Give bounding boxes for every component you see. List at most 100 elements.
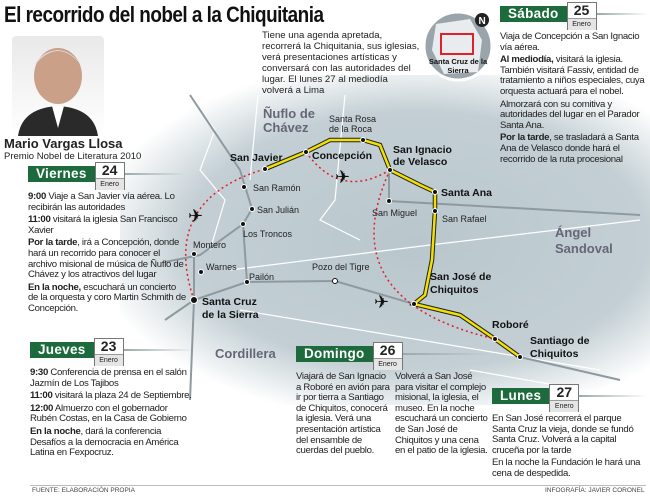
place-robore: Roboré bbox=[492, 319, 529, 331]
place-concepcion: Concepción bbox=[312, 150, 372, 162]
schedule-time: 9:30 bbox=[30, 367, 49, 378]
province-sandoval: Sandoval bbox=[555, 241, 613, 256]
schedule-time: Por la tarde bbox=[500, 132, 550, 144]
month: Enero bbox=[567, 18, 596, 30]
schedule-text: Conferencia de prensa en el salón Jazmín… bbox=[30, 367, 187, 389]
province-cordillera: Cordillera bbox=[215, 346, 276, 361]
province-angel: Ángel bbox=[555, 225, 591, 240]
day-number: 26 bbox=[379, 342, 396, 358]
town-dots bbox=[190, 137, 523, 360]
schedule-text: visitará la iglesia. También visitará Fa… bbox=[500, 54, 645, 97]
place-san-jose-2: Chiquitos bbox=[430, 284, 479, 296]
schedule-item: 11:00 visitará la plaza 24 de Septiembre… bbox=[30, 390, 195, 402]
place-los-troncos: Los Troncos bbox=[243, 229, 293, 239]
schedule-time: Por la tarde bbox=[28, 237, 78, 249]
portrait-photo bbox=[12, 36, 104, 136]
person-name: Mario Vargas Llosa bbox=[4, 136, 123, 151]
month: Enero bbox=[373, 358, 402, 370]
person-subtitle: Premio Nobel de Literatura 2010 bbox=[4, 151, 142, 162]
schedule-text: , se trasladará a Santa Ana de Velasco d… bbox=[500, 132, 639, 165]
schedule-item: Por la tarde, se trasladará a Santa Ana … bbox=[500, 133, 648, 165]
month: Enero bbox=[94, 354, 123, 366]
schedule-time: En la noche, bbox=[28, 281, 81, 293]
place-santa-ana: Santa Ana bbox=[441, 187, 492, 199]
locator-map: N bbox=[422, 10, 494, 82]
day-text: Viaja de Concepción a San Ignacio vía aé… bbox=[500, 31, 648, 165]
domingo-col2: Volverá a San José para visitar el compl… bbox=[395, 371, 488, 457]
day-number: 23 bbox=[100, 338, 117, 354]
footer-rule bbox=[30, 485, 646, 486]
schedule-text: Almuerzo con el gobernador Rubén Costas,… bbox=[30, 402, 187, 425]
day-number: 24 bbox=[101, 162, 118, 178]
place-san-jose: San José de bbox=[430, 271, 491, 283]
schedule-item: Al mediodía, visitará la iglesia. Tambié… bbox=[500, 54, 648, 97]
place-santa-rosa: Santa Rosa bbox=[329, 114, 376, 124]
province-chavez: Chávez bbox=[263, 120, 309, 135]
day-number: 27 bbox=[556, 384, 573, 400]
schedule-time: 11:00 bbox=[28, 214, 51, 226]
month: Enero bbox=[550, 400, 579, 412]
schedule-item: 12:00 Almuerzo con el gobernador Rubén C… bbox=[30, 402, 195, 425]
day-name: Domingo bbox=[296, 346, 373, 362]
place-santa-cruz: Santa Cruz bbox=[202, 296, 257, 308]
svg-text:✈: ✈ bbox=[188, 206, 203, 226]
place-san-miguel: San Miguel bbox=[372, 208, 417, 218]
place-san-rafael: San Rafael bbox=[442, 214, 487, 224]
schedule-text: , dará la conferencia Desafíos a la demo… bbox=[30, 425, 179, 459]
day-text: 9:00 Viaje a San Javier vía aérea. Lo re… bbox=[28, 191, 186, 315]
svg-text:✈: ✈ bbox=[335, 167, 350, 187]
schedule-time: 11:00 bbox=[30, 390, 53, 402]
domingo-col1: Viajará de San Ignacio a Roboré en avión… bbox=[296, 371, 390, 457]
place-san-ramon: San Ramón bbox=[253, 183, 301, 193]
place-santa-rosa-2: de la Roca bbox=[329, 124, 372, 134]
schedule-text: escuchará un concierto de la orquesta y … bbox=[28, 281, 186, 314]
day-name: Sábado bbox=[500, 6, 567, 22]
schedule-item: 9:30 Conferencia de prensa en el salón J… bbox=[30, 367, 195, 389]
schedule-item: Viaja de Concepción a San Ignacio vía aé… bbox=[500, 31, 648, 53]
schedule-time: En la noche bbox=[30, 425, 81, 437]
place-pailon: Pailón bbox=[249, 272, 274, 282]
schedule-text: Viaje a San Javier vía aérea. Lo recibir… bbox=[28, 191, 175, 213]
day-name: Lunes bbox=[492, 388, 550, 404]
footer-source: FUENTE: ELABORACIÓN PROPIA bbox=[32, 487, 135, 494]
lunes-p2: En la noche la Fundación le hará una cen… bbox=[492, 457, 641, 479]
flight-routes bbox=[185, 151, 496, 340]
place-san-ignacio-2: de Velasco bbox=[393, 156, 447, 168]
province-nuflo: Ñuflo de bbox=[263, 106, 315, 121]
day-number: 25 bbox=[573, 2, 590, 18]
place-montero: Montero bbox=[193, 240, 226, 250]
schedule-text: , irá a Concepción, donde hará un recorr… bbox=[28, 237, 184, 281]
schedule-time: 9:00 bbox=[28, 191, 47, 202]
schedule-item: 11:00 visitará la iglesia San Francisco … bbox=[28, 214, 186, 236]
schedule-item: Almorzará con su comitiva y autoridades … bbox=[500, 99, 648, 132]
place-pozo-del-tigre: Pozo del Tigre bbox=[312, 262, 370, 272]
place-santa-cruz-2: de la Sierra bbox=[202, 309, 259, 321]
schedule-item: 9:00 Viaje a San Javier vía aérea. Lo re… bbox=[28, 191, 186, 213]
lunes-p1: En San José recorrerá el parque Santa Cr… bbox=[492, 413, 634, 456]
schedule-item: Por la tarde, irá a Concepción, donde ha… bbox=[28, 238, 186, 280]
schedule-item: En la noche, escuchará un concierto de l… bbox=[28, 281, 186, 315]
schedule-item: En la noche, dará la conferencia Desafío… bbox=[30, 425, 195, 459]
schedule-text: visitará la plaza 24 de Septiembre. bbox=[52, 390, 192, 402]
day-text: 9:30 Conferencia de prensa en el salón J… bbox=[30, 367, 195, 459]
page-title: El recorrido del nobel a la Chiquitania bbox=[4, 2, 324, 27]
footer-credit: INFOGRAFÍA: JAVIER CORONEL bbox=[545, 487, 645, 494]
place-san-julian: San Julián bbox=[257, 205, 299, 215]
place-santiago-2: Chiquitos bbox=[530, 348, 579, 360]
schedule-time: 12:00 bbox=[30, 402, 54, 414]
place-santiago: Santiago de bbox=[530, 335, 590, 347]
svg-text:✈: ✈ bbox=[374, 292, 389, 312]
day-name: Jueves bbox=[30, 342, 94, 358]
intro-text: Tiene una agenda apretada, recorrerá la … bbox=[262, 30, 420, 96]
schedule-time: Al mediodía, bbox=[500, 54, 554, 66]
